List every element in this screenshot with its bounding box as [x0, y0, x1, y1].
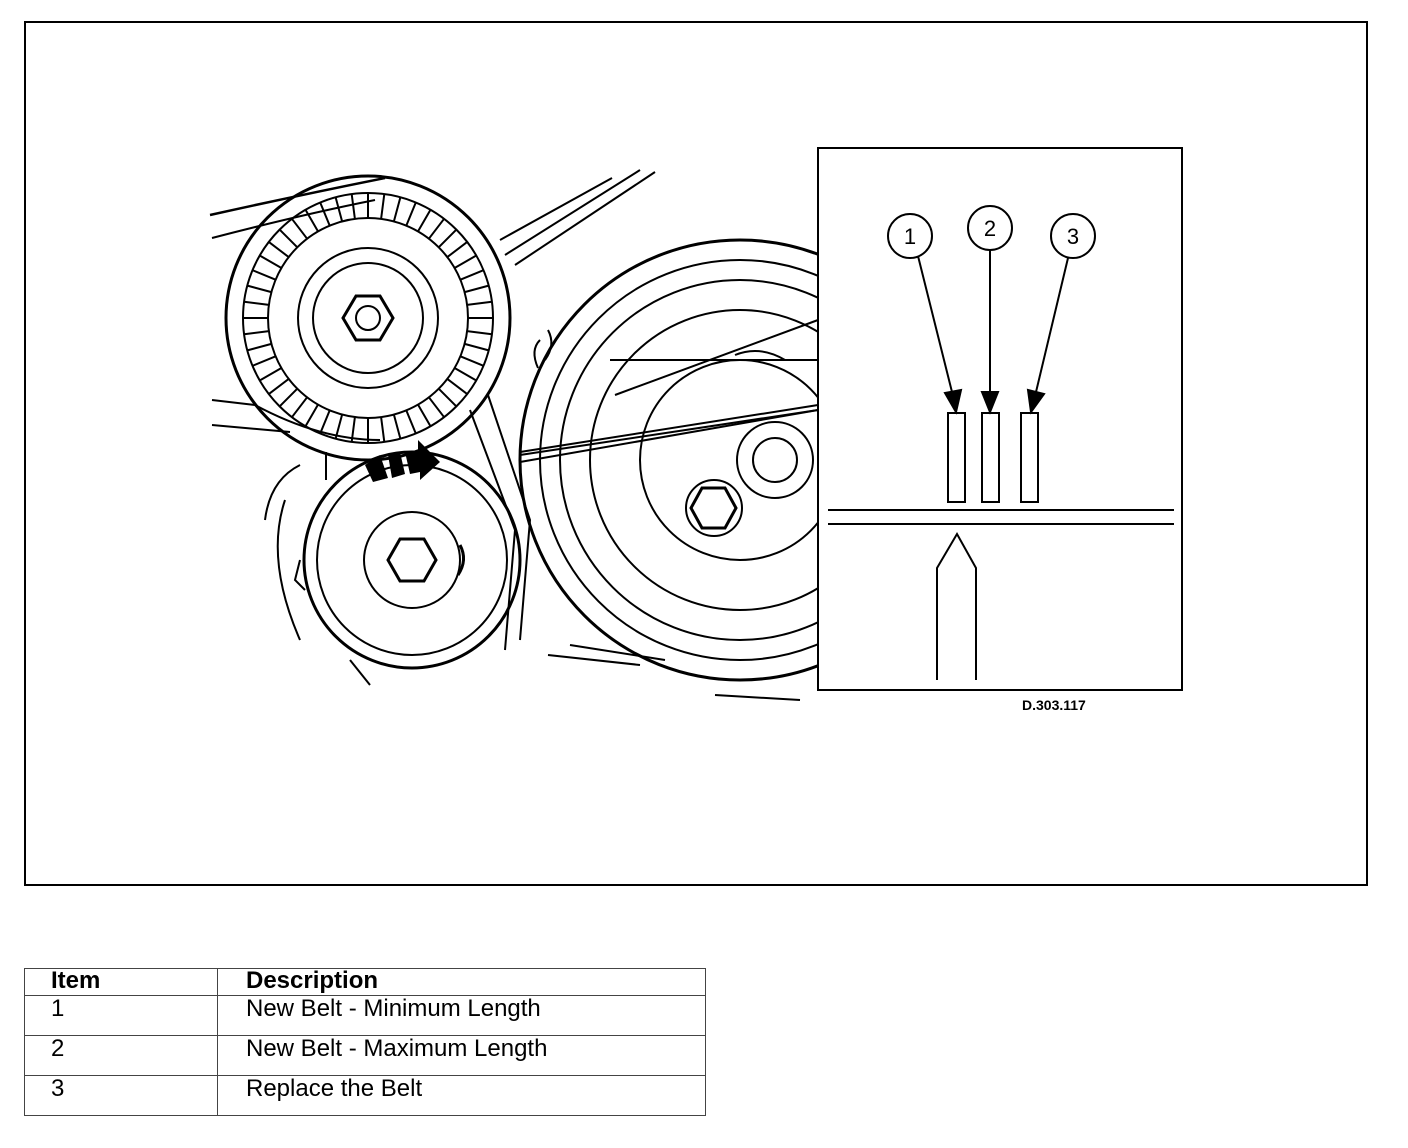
- table-row: 2 New Belt - Maximum Length: [24, 1035, 706, 1076]
- mark-maximum: [981, 412, 1000, 503]
- detail-leader: [519, 404, 819, 463]
- legend-header-row: Item Description: [24, 968, 706, 996]
- callout-2: [967, 205, 1013, 251]
- crankshaft-pulley-icon: [518, 238, 818, 682]
- legend-table: Item Description 1 New Belt - Minimum Le…: [24, 968, 706, 1116]
- table-row: 3 Replace the Belt: [24, 1075, 706, 1116]
- legend-item-description: New Belt - Maximum Length: [217, 1035, 706, 1076]
- idler-pulley-icon: [302, 450, 522, 670]
- figure-reference-code: D.303.117: [1022, 697, 1086, 713]
- legend-item-number: 2: [24, 1035, 218, 1076]
- legend-header-item: Item: [24, 968, 218, 996]
- mark-replace: [1020, 412, 1039, 503]
- legend-header-description: Description: [217, 968, 706, 996]
- callout-1-label: 1: [904, 224, 916, 249]
- callout-2-label: 2: [984, 216, 996, 241]
- engine-drawing: [209, 169, 818, 701]
- tensioner-pulley-icon: [224, 174, 512, 462]
- legend-item-description: Replace the Belt: [217, 1075, 706, 1116]
- wear-indicator-pointer-icon: [936, 531, 977, 680]
- callout-3-label: 3: [1067, 224, 1079, 249]
- table-row: 1 New Belt - Minimum Length: [24, 995, 706, 1036]
- figure-frame: [24, 21, 1368, 886]
- mark-minimum: [947, 412, 966, 503]
- wear-indicator-detail: 1 2 3: [817, 147, 1183, 691]
- legend-item-description: New Belt - Minimum Length: [217, 995, 706, 1036]
- legend-item-number: 1: [24, 995, 218, 1036]
- legend-item-number: 3: [24, 1075, 218, 1116]
- callout-3: [1050, 213, 1096, 259]
- callout-1: [887, 213, 933, 259]
- rotation-arrow-icon: [365, 440, 440, 482]
